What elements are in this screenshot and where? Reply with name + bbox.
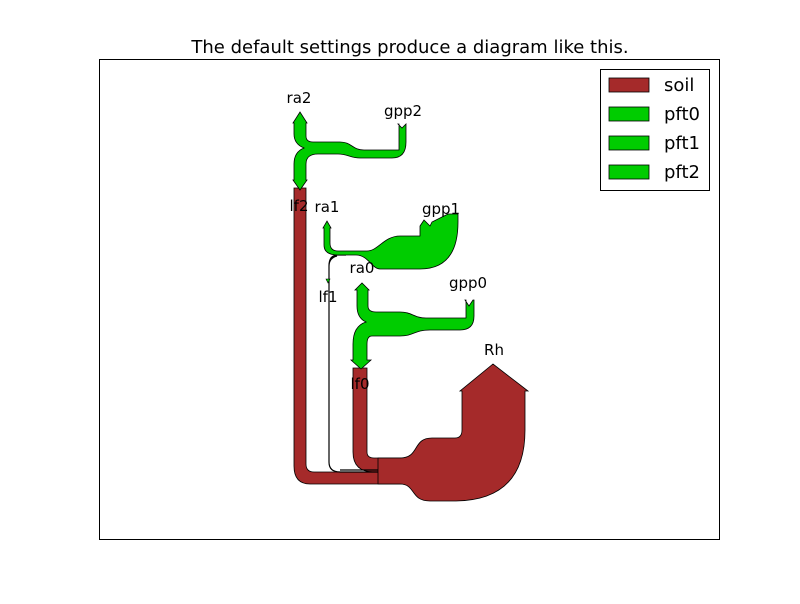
label-gpp2: gpp2 <box>384 102 422 120</box>
lf1-arrow <box>325 278 331 284</box>
pft2-flow <box>292 111 407 191</box>
pft1-sankey <box>322 213 459 284</box>
label-lf0: lf0 <box>351 375 370 393</box>
pft0-sankey <box>349 282 475 370</box>
legend: soil pft0 pft1 pft2 <box>600 69 710 191</box>
legend-swatch-pft2 <box>608 164 650 180</box>
label-ra1: ra1 <box>315 198 340 216</box>
legend-label-pft2: pft2 <box>664 162 700 183</box>
lf1-thin-flow <box>328 254 378 473</box>
label-lf1: lf1 <box>319 288 338 306</box>
label-gpp0: gpp0 <box>449 274 487 292</box>
pft0-flow <box>349 282 475 370</box>
flow-labels: ra2 gpp2 lf2 ra1 gpp1 lf1 ra0 gpp0 lf0 R… <box>287 89 504 393</box>
legend-swatch-soil <box>608 77 650 93</box>
legend-label-soil: soil <box>664 75 694 96</box>
axes-frame <box>99 59 720 540</box>
soil-sankey <box>293 187 530 502</box>
legend-label-pft1: pft1 <box>664 133 700 154</box>
label-lf2: lf2 <box>290 197 309 215</box>
pft2-sankey <box>292 111 407 191</box>
label-ra2: ra2 <box>287 89 312 107</box>
figure-title: The default settings produce a diagram l… <box>190 37 628 58</box>
legend-label-pft0: pft0 <box>664 104 700 125</box>
label-gpp1: gpp1 <box>422 200 460 218</box>
legend-swatch-pft1 <box>608 135 650 151</box>
label-ra0: ra0 <box>350 259 375 277</box>
pft1-flow <box>322 213 459 270</box>
legend-swatch-pft0 <box>608 106 650 122</box>
label-rh: Rh <box>484 341 504 359</box>
soil-merge-rh <box>377 363 530 502</box>
